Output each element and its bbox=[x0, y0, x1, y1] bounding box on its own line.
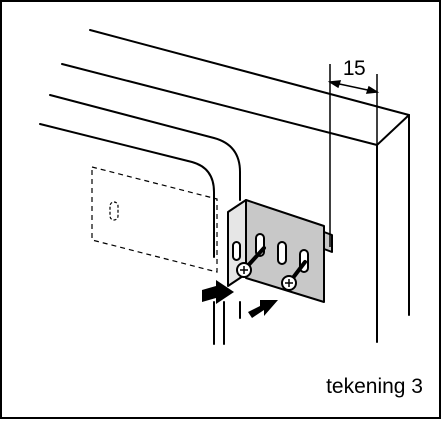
dimension-label: 15 bbox=[342, 57, 366, 80]
bracket-slot-2 bbox=[277, 241, 287, 265]
bracket-tab bbox=[323, 231, 333, 253]
hidden-bracket bbox=[91, 166, 218, 273]
dimension-marker bbox=[327, 64, 380, 247]
push-arrow-icon bbox=[202, 280, 234, 304]
dimension-arrow-left bbox=[327, 80, 342, 89]
push-arrow-icon bbox=[248, 300, 278, 318]
figure-caption: tekening 3 bbox=[326, 375, 423, 398]
door-curve-mid bbox=[39, 123, 215, 258]
hidden-bracket-outline bbox=[91, 166, 218, 273]
screw-icon bbox=[236, 246, 266, 278]
door-curve-outer bbox=[49, 94, 241, 201]
push-arrow-2 bbox=[248, 300, 278, 318]
dimension-arrow-right bbox=[365, 85, 380, 94]
mounting-bracket bbox=[227, 199, 333, 303]
panel-top-edge-1 bbox=[89, 29, 410, 116]
panel-top-edge-2 bbox=[61, 63, 378, 146]
flange-slot bbox=[232, 241, 241, 261]
screw-icon bbox=[281, 260, 307, 291]
cabinet-panel bbox=[61, 29, 410, 343]
hidden-bracket-slot bbox=[109, 201, 119, 221]
panel-top-front bbox=[376, 114, 410, 146]
push-arrow-1 bbox=[202, 280, 234, 304]
door-profile bbox=[39, 94, 241, 345]
